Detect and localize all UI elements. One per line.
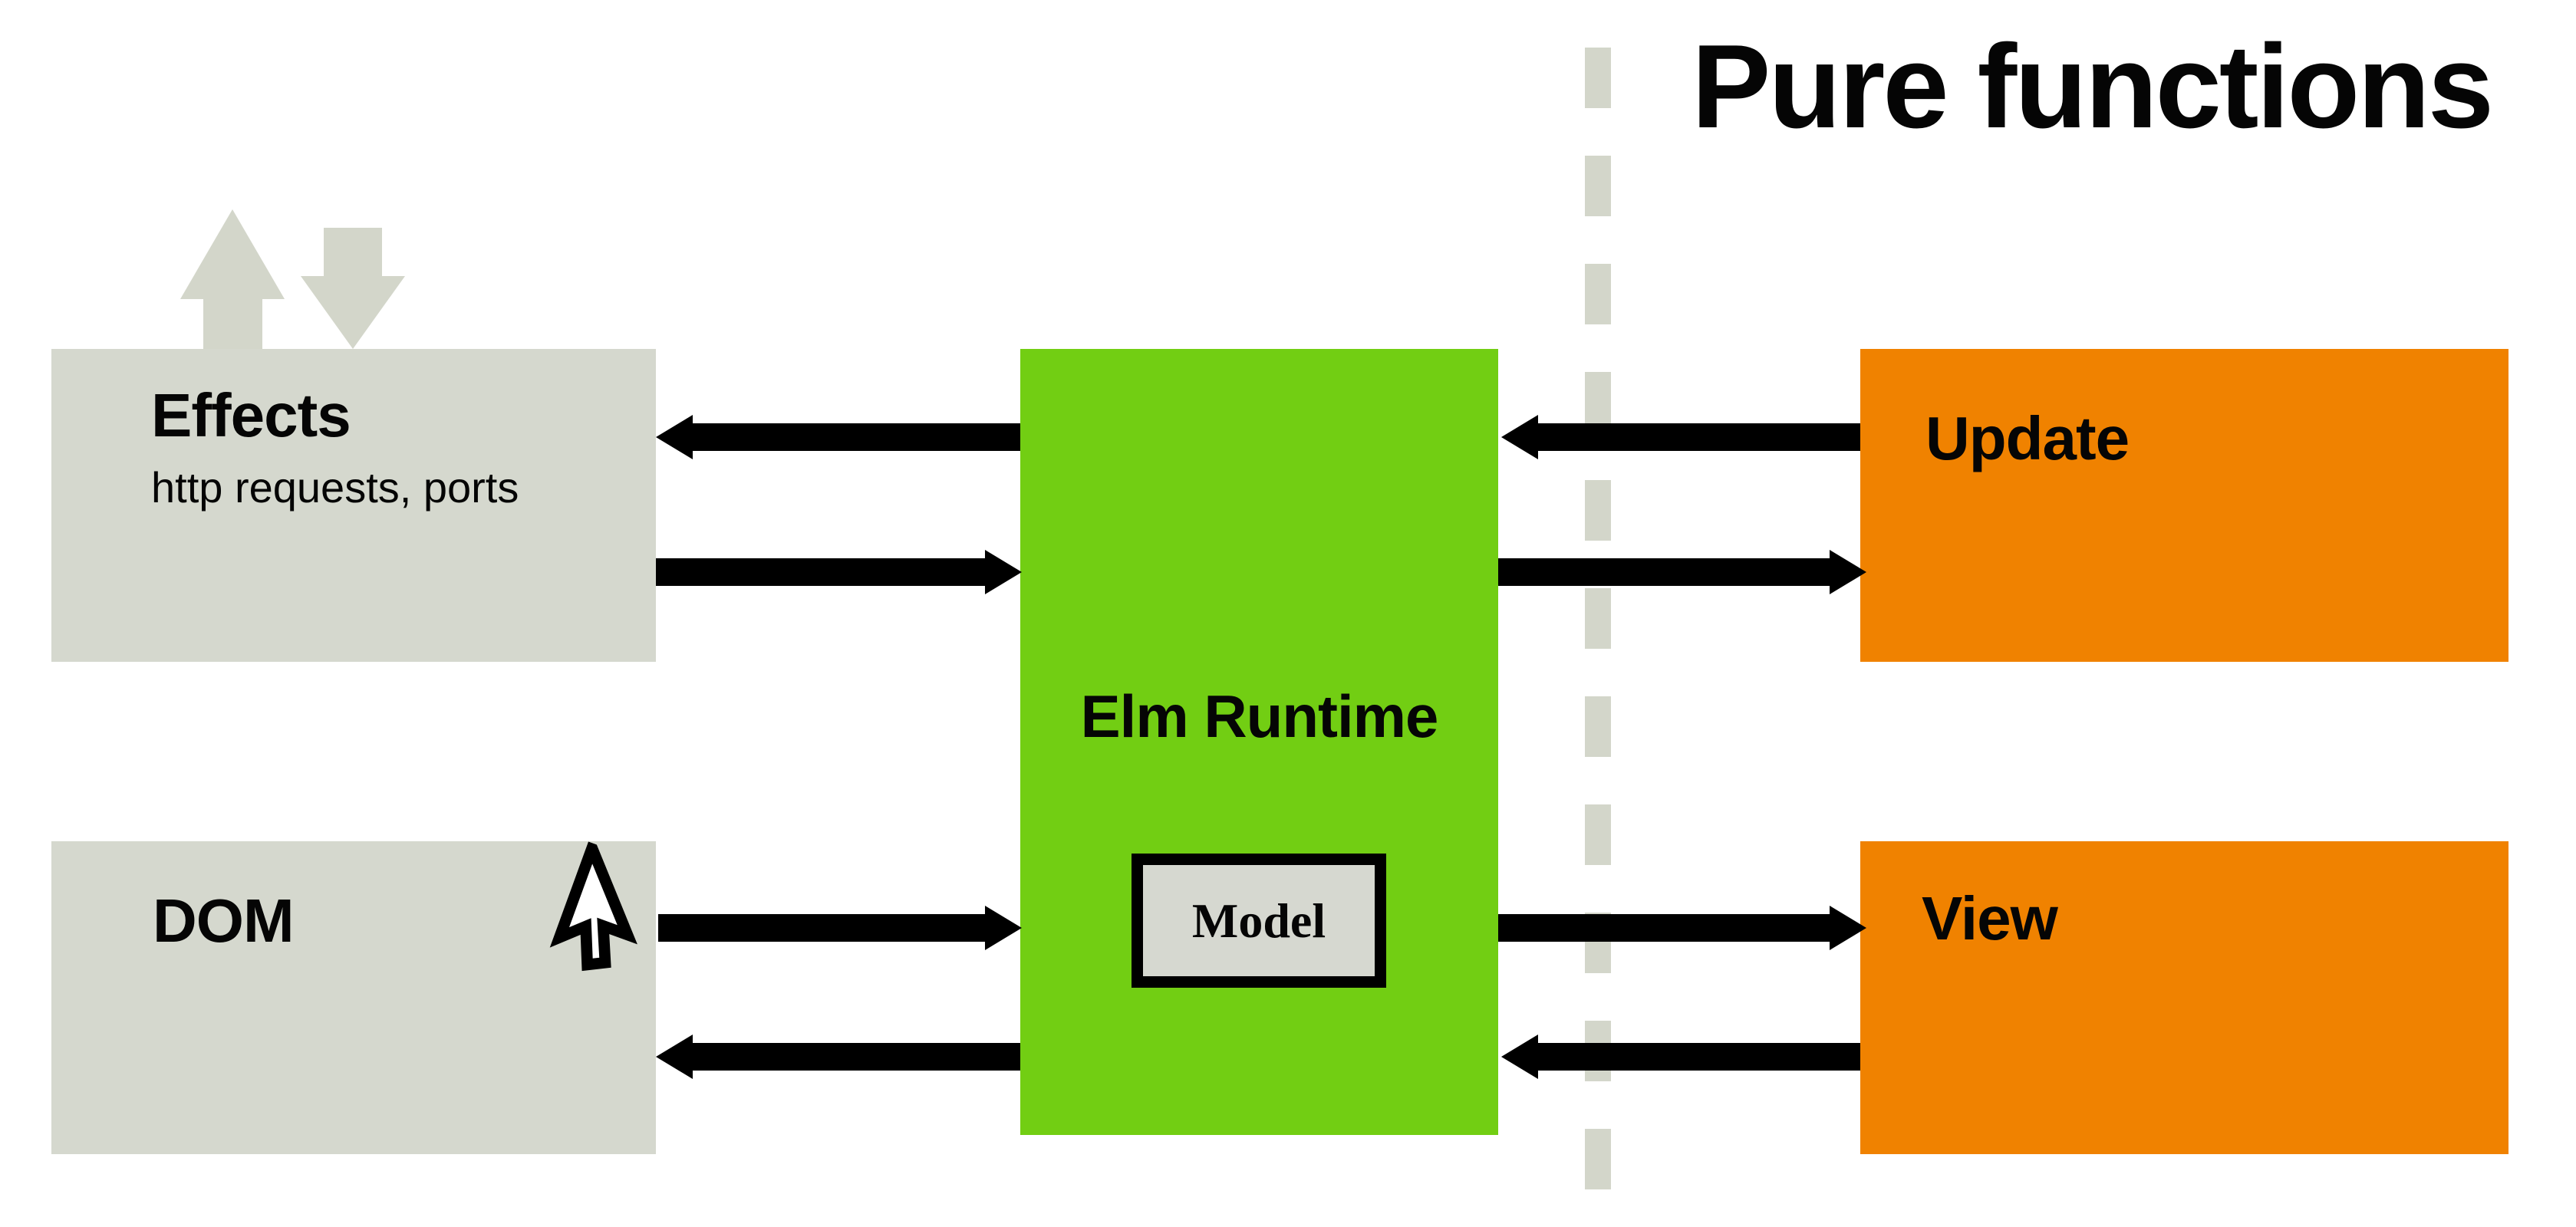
view-box: View (1860, 841, 2508, 1154)
model-box: Model (1132, 854, 1386, 988)
arrow-shaft (1535, 423, 1860, 451)
pure-boundary-dashed-line (1585, 48, 1611, 1221)
arrow-right-head-icon (985, 550, 1022, 594)
arrow-shaft (1498, 914, 1833, 942)
up-block-arrow-head (180, 209, 285, 299)
update-box: Update (1860, 349, 2508, 662)
dom-box-label: DOM (153, 887, 295, 955)
arrow-runtime-to-dom (656, 1035, 1020, 1079)
arrow-shaft (656, 558, 988, 586)
arrow-left-head-icon (1501, 415, 1538, 459)
mouse-cursor-icon (549, 841, 637, 972)
down-block-arrow-stem (324, 228, 382, 278)
arrow-right-head-icon (1830, 906, 1866, 950)
elm-runtime-label: Elm Runtime (1080, 683, 1439, 750)
arrow-shaft (1535, 1043, 1860, 1071)
arrow-left-head-icon (656, 415, 693, 459)
effects-box-label: Effects (151, 381, 351, 449)
down-block-arrow-icon (301, 228, 405, 349)
arrow-dom-to-runtime (658, 906, 1022, 950)
arrow-right-head-icon (1830, 550, 1866, 594)
effects-box: Effects http requests, ports (51, 349, 656, 662)
arrow-runtime-to-view (1498, 906, 1866, 950)
arrow-view-to-runtime (1501, 1035, 1860, 1079)
up-block-arrow-stem (203, 298, 262, 349)
update-box-label: Update (1925, 404, 2130, 472)
arrow-left-head-icon (1501, 1035, 1538, 1079)
page-title: Pure functions (1692, 20, 2494, 153)
arrow-shaft (690, 1043, 1020, 1071)
elm-runtime-box: Elm Runtime Model (1020, 349, 1498, 1135)
dom-box: DOM (51, 841, 656, 1154)
up-block-arrow-icon (180, 209, 285, 349)
view-box-label: View (1922, 884, 2058, 952)
arrow-runtime-to-effects (656, 415, 1020, 459)
down-block-arrow-head (301, 276, 405, 349)
arrow-right-head-icon (985, 906, 1022, 950)
arrow-runtime-to-update (1498, 550, 1866, 594)
arrow-shaft (1498, 558, 1833, 586)
arrow-shaft (658, 914, 988, 942)
arrow-update-to-runtime (1501, 415, 1860, 459)
arrow-shaft (690, 423, 1020, 451)
arrow-effects-to-runtime (656, 550, 1022, 594)
model-box-label: Model (1191, 893, 1326, 948)
arrow-left-head-icon (656, 1035, 693, 1079)
effects-box-sublabel: http requests, ports (151, 463, 519, 512)
